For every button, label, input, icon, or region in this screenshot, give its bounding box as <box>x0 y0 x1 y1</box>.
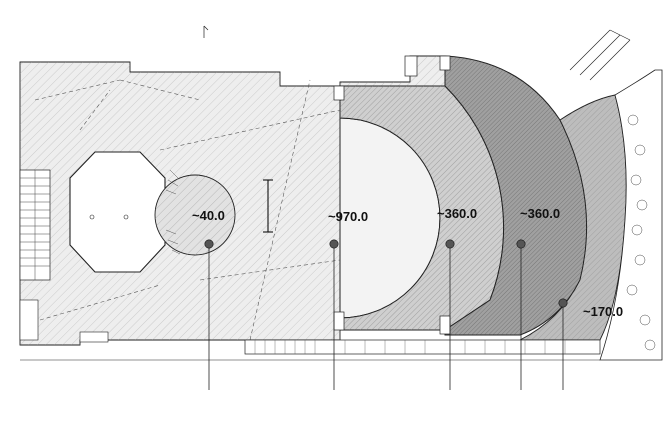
level-marker-e <box>558 298 568 308</box>
column-marker <box>89 214 95 220</box>
level-marker-d <box>516 239 526 249</box>
leader-lines <box>208 244 564 390</box>
octagonal-atrium <box>69 151 166 273</box>
level-marker-c <box>445 239 455 249</box>
zone-d-area <box>444 55 588 336</box>
zone-label-e: ~170.0 <box>583 304 623 319</box>
landscape-strip <box>569 29 663 361</box>
zone-label-b: ~970.0 <box>328 209 368 224</box>
column-marker <box>123 214 129 220</box>
level-marker-b <box>329 239 339 249</box>
zone-label-a: ~40.0 <box>192 208 225 223</box>
north-arrow-icon <box>203 25 209 38</box>
dimension-marker <box>263 179 273 233</box>
construction-lines <box>34 79 341 341</box>
pillars <box>333 55 451 335</box>
spiral-stair <box>154 169 236 256</box>
level-marker-a <box>204 239 214 249</box>
zone-label-d: ~360.0 <box>520 206 560 221</box>
zone-label-c: ~360.0 <box>437 206 477 221</box>
stair-core <box>19 169 51 341</box>
level-markers <box>204 239 568 308</box>
